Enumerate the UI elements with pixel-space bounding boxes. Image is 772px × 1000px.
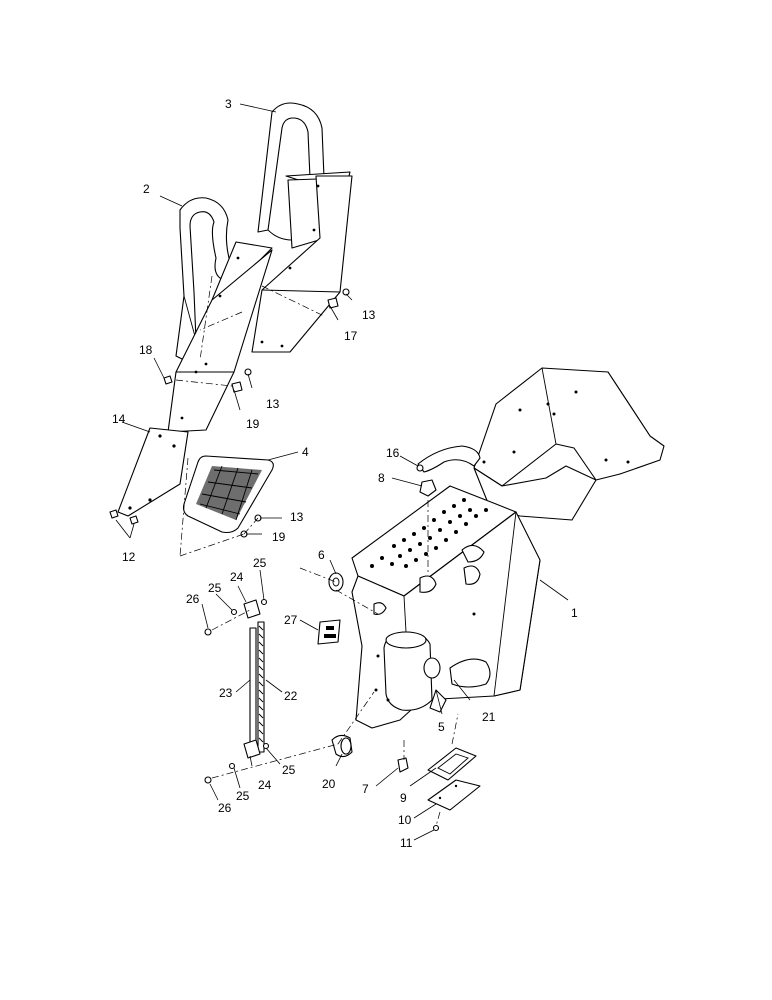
label-27: 27 — [284, 613, 298, 627]
part-20-bumper — [331, 734, 353, 758]
part-2-handrail — [167, 197, 273, 433]
part-3-handrail — [251, 102, 353, 353]
label-26b: 26 — [218, 801, 232, 815]
label-3: 3 — [225, 97, 232, 111]
label-24a: 24 — [230, 570, 244, 584]
perforation-pattern — [370, 498, 488, 568]
callout-labels: 1 2 3 4 5 6 7 8 9 10 11 12 13 13 13 14 1… — [112, 97, 578, 850]
part-7-bolt — [397, 757, 409, 773]
label-10: 10 — [398, 813, 412, 827]
label-25d: 25 — [236, 789, 250, 803]
part-8-nut — [419, 479, 437, 497]
label-13b: 13 — [266, 397, 280, 411]
label-8: 8 — [378, 471, 385, 485]
label-11: 11 — [400, 836, 413, 850]
label-9: 9 — [400, 791, 407, 805]
label-1: 1 — [571, 606, 578, 620]
part-11-screw — [432, 824, 440, 832]
label-25c: 25 — [282, 763, 296, 777]
label-23: 23 — [219, 686, 233, 700]
label-18: 18 — [139, 343, 153, 357]
part-9-gasket — [427, 747, 477, 781]
label-12: 12 — [122, 550, 136, 564]
part-16-hose — [416, 445, 481, 473]
label-19a: 19 — [246, 417, 260, 431]
leader-lines — [115, 103, 569, 841]
label-17: 17 — [344, 329, 358, 343]
label-19b: 19 — [272, 530, 286, 544]
label-2: 2 — [143, 182, 150, 196]
label-7: 7 — [362, 782, 369, 796]
label-6: 6 — [318, 548, 325, 562]
part-1-fender-assembly — [351, 367, 665, 729]
part-10-cover-plate — [427, 779, 481, 811]
label-20: 20 — [322, 777, 336, 791]
label-16: 16 — [386, 446, 400, 460]
part-4-step-grate — [182, 455, 274, 534]
assembly-center-lines — [175, 275, 459, 827]
label-14: 14 — [112, 412, 126, 426]
label-4: 4 — [302, 445, 309, 459]
label-5: 5 — [438, 720, 445, 734]
part-27-decal — [317, 619, 341, 645]
label-26a: 26 — [186, 592, 200, 606]
part-6-grommet — [328, 572, 344, 592]
label-24b: 24 — [258, 778, 272, 792]
label-13a: 13 — [362, 308, 376, 322]
label-13c: 13 — [290, 510, 304, 524]
label-25b: 25 — [253, 556, 267, 570]
label-21: 21 — [482, 710, 496, 724]
part-14-plate — [117, 427, 189, 517]
part-22-23-straps — [204, 598, 270, 784]
label-25a: 25 — [208, 581, 222, 595]
label-22: 22 — [284, 689, 298, 703]
